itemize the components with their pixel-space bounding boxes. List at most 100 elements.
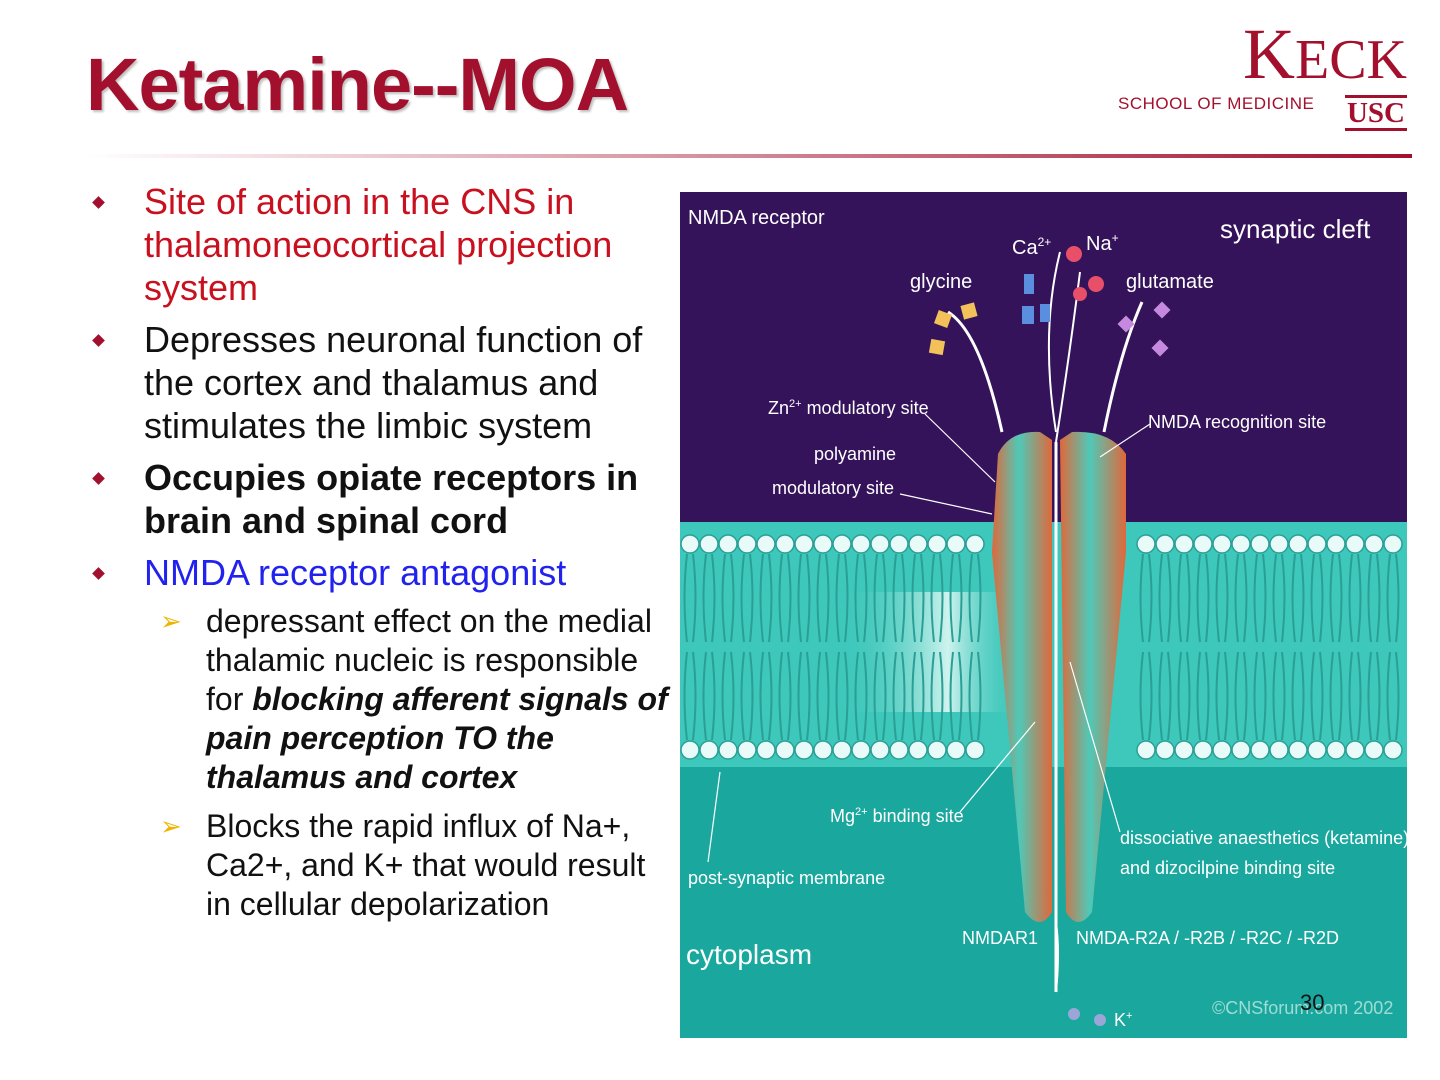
lipid-head <box>908 534 928 554</box>
lipid-tail <box>1386 553 1400 643</box>
lipid-tail <box>1139 553 1153 643</box>
lipid-tail <box>1291 553 1305 643</box>
lipid-head <box>1231 534 1251 554</box>
nmda-receptor-diagram: NMDA receptor synaptic cleft Ca2+ Na+ gl… <box>680 192 1407 1038</box>
nmda-receptor-svg: NMDA receptor synaptic cleft Ca2+ Na+ gl… <box>680 192 1407 1038</box>
label-dissociative-anaesthetics: dissociative anaesthetics (ketamine) <box>1120 828 1407 848</box>
lipid-tail <box>1329 651 1343 741</box>
lipid-heads-top <box>680 534 1403 554</box>
lipid-tail <box>1291 651 1305 741</box>
lipid-tail <box>1253 553 1267 643</box>
lipid-head <box>832 534 852 554</box>
lipid-tail <box>1367 651 1381 741</box>
glycine-molecule <box>960 302 978 320</box>
lipid-head <box>1193 534 1213 554</box>
arrow-bullet-icon: ➢ <box>160 606 182 636</box>
lipid-tail <box>721 651 735 741</box>
lipid-head <box>1269 740 1289 760</box>
lipid-head <box>680 740 700 760</box>
lipid-tail <box>854 651 868 741</box>
lipid-tail <box>778 553 792 643</box>
glycine-arrow <box>947 310 1004 433</box>
lipid-head <box>775 740 795 760</box>
label-mg-binding-site: Mg2+ binding site <box>830 806 964 826</box>
membrane-leader <box>707 771 721 863</box>
lipid-head <box>1212 534 1232 554</box>
lipid-tail <box>816 553 830 643</box>
lipid-head <box>946 534 966 554</box>
lipid-tails <box>683 553 1400 741</box>
lipid-head <box>756 740 776 760</box>
potassium-ion <box>1094 1014 1106 1026</box>
lipid-tail <box>702 651 716 741</box>
lipid-head <box>1155 740 1175 760</box>
lipid-head <box>1231 740 1251 760</box>
lipid-tail <box>873 553 887 643</box>
lipid-head <box>1383 740 1403 760</box>
sodium-ion <box>1073 287 1087 301</box>
ketamine-site-leader <box>1069 661 1121 833</box>
lipid-head <box>737 534 757 554</box>
lipid-head <box>927 534 947 554</box>
calcium-ion <box>1024 274 1034 294</box>
lipid-tail <box>797 553 811 643</box>
nmda-r2-subunit <box>1060 431 1126 922</box>
lipid-head <box>813 534 833 554</box>
lipid-head <box>1174 534 1194 554</box>
title-divider <box>86 154 1412 158</box>
label-sodium: Na+ <box>1086 231 1119 255</box>
lipid-tail <box>1348 651 1362 741</box>
lipid-tail <box>930 553 944 643</box>
label-cytoplasm: cytoplasm <box>686 939 812 970</box>
lipid-heads-bottom <box>680 740 1403 760</box>
bullet-text: NMDA receptor antagonist <box>144 552 567 593</box>
label-nmda-r2: NMDA-R2A / -R2B / -R2C / -R2D <box>1076 928 1339 948</box>
lipid-head <box>775 534 795 554</box>
lipid-head <box>756 534 776 554</box>
bullet-list: Site of action in the CNS in thalamoneoc… <box>90 180 670 934</box>
sub-bullet-text: Blocks the rapid influx of Na+, Ca2+, an… <box>206 808 646 922</box>
lipid-head <box>1383 534 1403 554</box>
sub-bullet-list: ➢ depressant effect on the medial thalam… <box>144 602 670 924</box>
diamond-bullet-icon <box>92 196 105 209</box>
lipid-head <box>699 740 719 760</box>
lipid-head <box>927 740 947 760</box>
lipid-tail <box>1215 553 1229 643</box>
lipid-head <box>1307 534 1327 554</box>
lipid-tail <box>968 651 982 741</box>
lipid-tail <box>1215 651 1229 741</box>
bullet-depresses: Depresses neuronal function of the corte… <box>90 318 670 447</box>
zn-site-leader <box>924 413 996 483</box>
label-copyright: ©CNSforum.com 2002 <box>1212 998 1393 1018</box>
lipid-head <box>1136 740 1156 760</box>
lipid-tail <box>1367 553 1381 643</box>
lipid-head <box>1155 534 1175 554</box>
sodium-ion <box>1066 246 1082 262</box>
lipid-head <box>1212 740 1232 760</box>
calcium-ion <box>1022 306 1034 324</box>
lipid-head <box>1250 534 1270 554</box>
lipid-tail <box>1177 651 1191 741</box>
bullet-text: Occupies opiate receptors in brain and s… <box>144 457 639 541</box>
lipid-tail <box>1234 651 1248 741</box>
lipid-head <box>870 534 890 554</box>
sub-bullet-blocks-influx: ➢ Blocks the rapid influx of Na+, Ca2+, … <box>144 807 670 924</box>
lipid-head <box>832 740 852 760</box>
label-polyamine-site: modulatory site <box>772 478 894 498</box>
lipid-head <box>718 740 738 760</box>
lipid-tail <box>911 553 925 643</box>
lipid-head <box>680 534 700 554</box>
lipid-tail <box>759 553 773 643</box>
nmdar1-subunit <box>992 431 1052 922</box>
bullet-site-of-action: Site of action in the CNS in thalamoneoc… <box>90 180 670 309</box>
lipid-tail <box>1310 651 1324 741</box>
lipid-tail <box>778 651 792 741</box>
lipid-head <box>1193 740 1213 760</box>
diamond-bullet-icon <box>92 472 105 485</box>
lipid-head <box>1307 740 1327 760</box>
glycine-molecule <box>934 310 952 328</box>
sodium-ion <box>1088 276 1104 292</box>
lipid-head <box>1326 740 1346 760</box>
recognition-site-leader <box>1099 423 1151 458</box>
label-dizocilpine: and dizocilpine binding site <box>1120 858 1335 878</box>
